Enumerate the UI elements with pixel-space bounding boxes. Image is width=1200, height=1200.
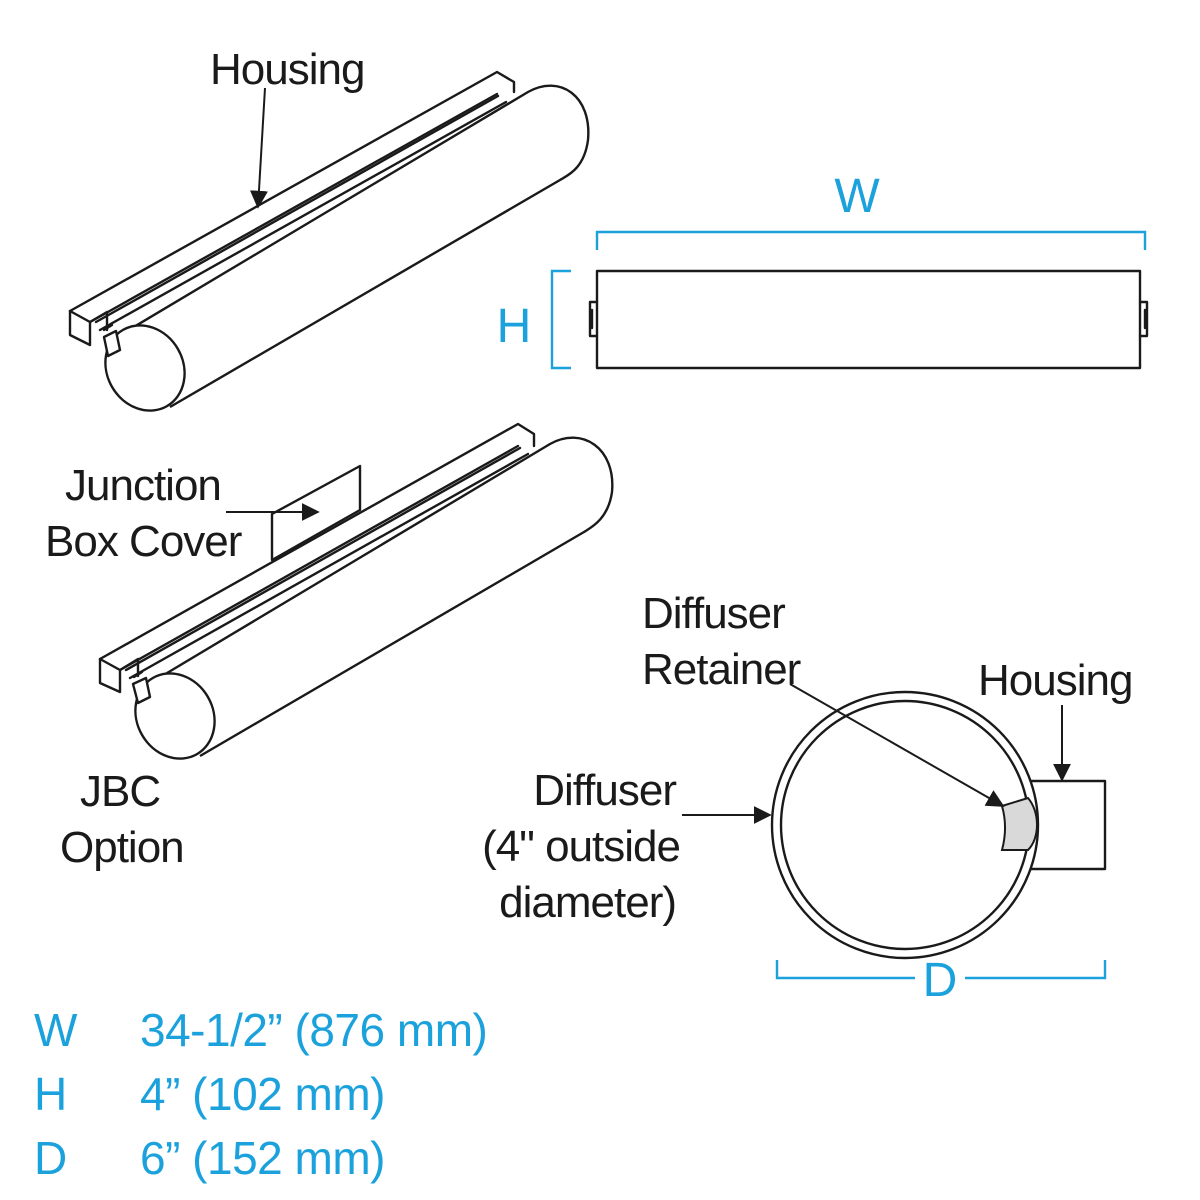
- jbc-option-label-line2: Option: [60, 823, 184, 872]
- h-dimension-letter: H: [497, 300, 532, 353]
- dimension-row-w-value: 34-1/2” (876 mm): [140, 1004, 487, 1056]
- dimension-row-d-letter: D: [34, 1132, 67, 1184]
- junction-box-cover-label-line2: Box Cover: [45, 517, 242, 566]
- depth-dimension: [775, 960, 1107, 980]
- diffuser-retainer-label-line1: Diffuser: [642, 589, 785, 638]
- housing-top-label: Housing: [210, 45, 364, 94]
- dimension-row-d-value: 6” (152 mm): [140, 1132, 385, 1184]
- diffuser-retainer-shape: [1000, 796, 1038, 851]
- dimension-row-w-letter: W: [34, 1004, 78, 1056]
- leader-lines: [226, 87, 1071, 824]
- cross-section: [770, 690, 1107, 960]
- diffuser-label-line3: diameter): [499, 878, 676, 927]
- jbc-option-label-line1: JBC: [80, 767, 160, 816]
- diffuser-label-line1: Diffuser: [533, 766, 676, 815]
- w-dimension-letter: W: [834, 170, 880, 223]
- diffuser-label-line2: (4" outside: [482, 822, 680, 871]
- dimension-table: W 34-1/2” (876 mm) H 4” (102 mm) D 6” (1…: [34, 1004, 488, 1184]
- diffuser-retainer-label-line2: Retainer: [642, 645, 801, 694]
- dimension-row-h-value: 4” (102 mm): [140, 1068, 385, 1120]
- junction-box-cover-label-line1: Junction: [65, 461, 221, 510]
- housing-section-label: Housing: [978, 656, 1132, 705]
- d-dimension-letter: D: [923, 954, 958, 1007]
- front-elevation: [588, 269, 1149, 370]
- height-dimension: [550, 269, 571, 370]
- dimension-row-h-letter: H: [34, 1068, 67, 1120]
- fixture-top-view: [68, 70, 590, 412]
- width-dimension: [595, 230, 1147, 250]
